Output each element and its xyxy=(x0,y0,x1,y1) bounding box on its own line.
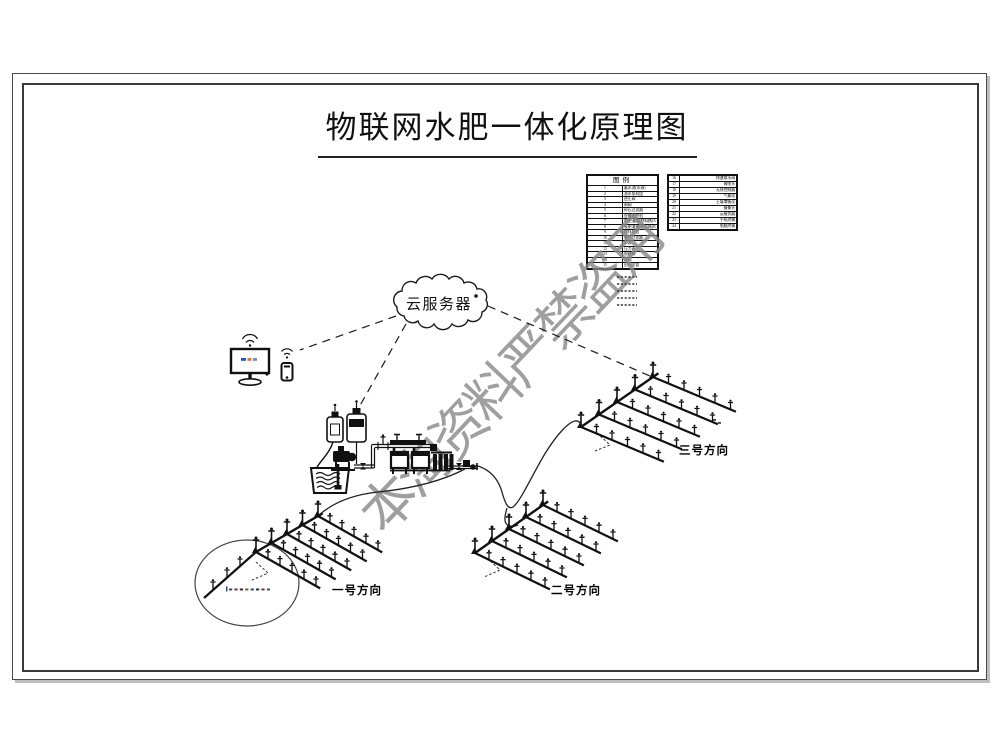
link-cloud-field3 xyxy=(487,305,651,377)
pipe-to-field1 xyxy=(317,468,466,517)
title-underline xyxy=(318,156,697,158)
irrigation-field-1 xyxy=(203,500,383,599)
cloud-dot xyxy=(474,294,478,298)
disc-filter xyxy=(433,454,437,470)
irrigation-field-3 xyxy=(577,361,737,463)
link-cloud-controller xyxy=(357,323,407,410)
pc-monitor-icon xyxy=(229,333,271,386)
outer-frame xyxy=(12,73,987,680)
cloud-server-icon xyxy=(392,273,489,331)
field-2-label: 二号方向 xyxy=(551,585,601,597)
water-waves xyxy=(315,471,341,490)
detail-annotation xyxy=(226,419,721,592)
inner-frame xyxy=(22,83,979,672)
legend-title: 图例 xyxy=(587,175,658,186)
detail-circle xyxy=(194,539,300,627)
phone-icon xyxy=(280,348,294,382)
cloud-server-label: 云服务器 xyxy=(406,297,473,313)
field-3-label: 三号方向 xyxy=(679,445,729,457)
fertilizer-tank-a xyxy=(326,416,344,443)
drawing-title: 物联网水肥一体化原理图 xyxy=(325,110,689,145)
field-1-label: 一号方向 xyxy=(332,585,382,597)
valve-icon xyxy=(360,463,366,470)
legend-line-samples xyxy=(617,276,637,306)
water-basin xyxy=(309,467,351,494)
fertilizer-tank-b xyxy=(346,413,367,443)
link-cloud-monitor xyxy=(299,315,397,351)
pump-station xyxy=(309,400,478,494)
irrigation-field-2 xyxy=(471,489,619,591)
wireless-links xyxy=(299,305,651,410)
wifi-icon-monitor xyxy=(241,333,259,343)
wifi-icon-phone xyxy=(281,348,293,356)
pump-icon xyxy=(333,451,350,462)
pipe-to-field3 xyxy=(477,420,582,509)
